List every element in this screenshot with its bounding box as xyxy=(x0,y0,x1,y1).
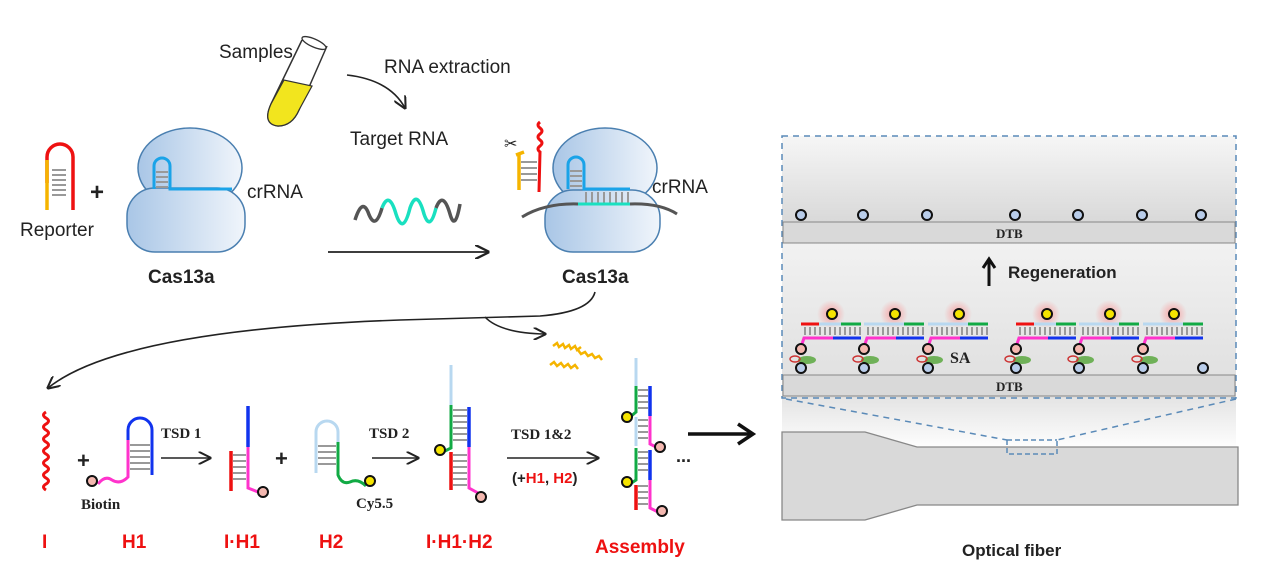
cleaved-fragments-icon xyxy=(549,341,603,370)
regeneration-label: Regeneration xyxy=(1008,263,1117,282)
target-rna-label: Target RNA xyxy=(350,129,449,150)
tsd2-label: TSD 2 xyxy=(369,426,409,442)
species-label-h2: H2 xyxy=(319,532,343,553)
reporter-hairpin-icon xyxy=(45,142,75,210)
rna-extraction-label: RNA extraction xyxy=(384,57,511,78)
streptavidin-icon xyxy=(1131,355,1158,364)
tsd12-label: TSD 1&2 xyxy=(511,427,571,443)
species-label-i-h1-h2: I·H1·H2 xyxy=(426,532,493,553)
species-label-i-h1: I·H1 xyxy=(224,532,260,553)
dtb-bead xyxy=(1195,209,1207,221)
sensing-region-marker xyxy=(1006,439,1058,455)
crrna-label-right: crRNA xyxy=(652,177,708,198)
bottom-surface-units xyxy=(789,300,1209,374)
streptavidin-icon xyxy=(1067,355,1094,364)
cleavage-arrow xyxy=(484,316,545,334)
dtb-bead xyxy=(1136,209,1148,221)
target-rna-wave-icon xyxy=(353,197,462,226)
biotin-label: Biotin xyxy=(81,497,121,513)
dtb-layer-bottom xyxy=(782,374,1236,397)
tsd12-reagents: (+H1, H2) xyxy=(512,470,577,487)
i-h1-complex-icon xyxy=(229,406,269,498)
dtb-bead xyxy=(857,209,869,221)
biotin-bead-icon xyxy=(86,475,98,487)
cas13a-label-left: Cas13a xyxy=(148,267,215,288)
optical-fiber-label: Optical fiber xyxy=(962,541,1062,560)
top-surface-beads xyxy=(795,209,1207,221)
regeneration-arrow-icon xyxy=(981,256,997,286)
assembly-complex-icon xyxy=(621,358,668,517)
dtb-label-bottom: DTB xyxy=(996,379,1023,394)
activation-arrow xyxy=(48,291,596,388)
samples-label: Samples xyxy=(219,42,293,63)
extraction-arrow xyxy=(346,74,405,108)
plus-sign-2: + xyxy=(275,446,288,471)
initiator-strand-icon xyxy=(42,410,50,492)
species-label-assembly: Assembly xyxy=(595,537,685,558)
dtb-layer-top xyxy=(782,221,1236,244)
streptavidin-icon xyxy=(789,355,816,364)
to-fiber-arrow xyxy=(688,422,757,446)
dtb-bead xyxy=(1009,209,1021,221)
sensing-unit xyxy=(916,300,988,374)
cy55-bead-icon xyxy=(364,475,376,487)
sensing-unit xyxy=(789,300,861,374)
cas13a-protein-icon-left xyxy=(126,127,246,253)
h2-hairpin-icon xyxy=(314,419,376,488)
streptavidin-icon xyxy=(852,355,879,364)
sample-tube-icon xyxy=(267,35,328,127)
dtb-bead xyxy=(1197,362,1209,374)
optical-fiber-shape xyxy=(781,431,1239,521)
right-panel: DTB Regeneration SA DTB Optical fiber xyxy=(781,135,1239,560)
reporter-label: Reporter xyxy=(20,220,95,241)
scissors-icon: ✂ xyxy=(504,136,517,153)
plus-sign: + xyxy=(90,179,104,206)
dtb-label-top: DTB xyxy=(996,226,1023,241)
h1-hairpin-icon xyxy=(86,416,154,487)
top-panel: Samples RNA extraction Target RNA Report… xyxy=(20,35,708,288)
cy55-label: Cy5.5 xyxy=(356,496,393,512)
species-label-h1: H1 xyxy=(122,532,147,553)
dtb-bead xyxy=(795,209,807,221)
streptavidin-icon xyxy=(916,355,943,364)
dtb-bead xyxy=(1072,209,1084,221)
crrna-label-left: crRNA xyxy=(247,182,303,203)
zoom-box xyxy=(781,135,1237,399)
streptavidin-icon xyxy=(1004,355,1031,364)
sensing-unit xyxy=(1131,300,1203,374)
sa-label: SA xyxy=(950,350,971,367)
cleaved-reporter-icon: ✂ xyxy=(504,120,544,193)
sensing-unit xyxy=(1067,300,1139,374)
sensing-unit xyxy=(1004,300,1076,374)
i-h1-h2-complex-icon xyxy=(434,365,487,503)
bottom-panel: I + Biotin H1 TSD 1 I·H1 + xyxy=(42,358,757,558)
ellipsis: ... xyxy=(676,446,691,466)
tsd1-label: TSD 1 xyxy=(161,426,201,442)
plus-sign-1: + xyxy=(77,448,90,473)
cas13a-label-right: Cas13a xyxy=(562,267,629,288)
sensing-unit xyxy=(852,300,924,374)
dtb-bead xyxy=(921,209,933,221)
cas13a-protein-icon-right xyxy=(521,127,678,253)
species-label-i: I xyxy=(42,532,47,553)
